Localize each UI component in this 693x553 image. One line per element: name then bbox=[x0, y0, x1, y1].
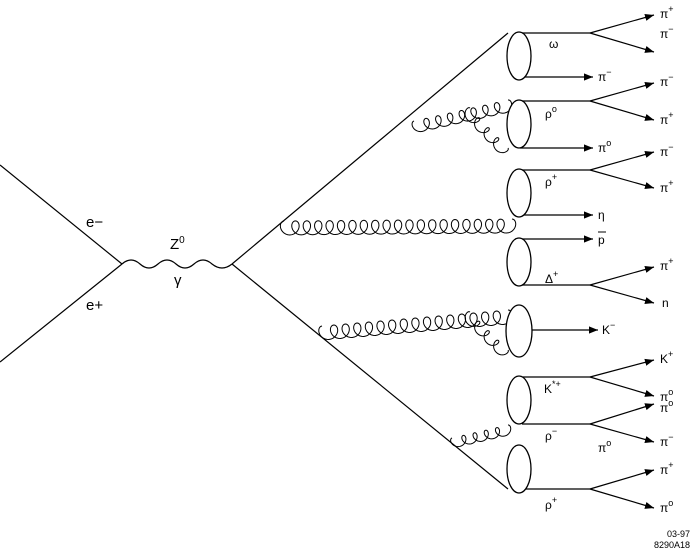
rho-plus-label: ρ+ bbox=[545, 495, 557, 512]
neutron-label: n bbox=[662, 296, 669, 310]
pi-minus-label: π− bbox=[660, 72, 674, 89]
boson-wavy-line bbox=[121, 259, 233, 269]
pi-minus-label: π− bbox=[660, 142, 674, 159]
pi-plus-label: π+ bbox=[660, 110, 674, 127]
delta-plus-label: Δ+ bbox=[545, 269, 558, 286]
gluon-line bbox=[464, 311, 509, 356]
figure-code-line1: 03-97 bbox=[667, 529, 690, 539]
figure-code-line2: 8290A18 bbox=[654, 540, 690, 550]
quark-line bbox=[231, 32, 509, 265]
pi-zero-label: πo bbox=[660, 498, 673, 515]
pi-minus-label: π− bbox=[660, 432, 674, 449]
gluon-line bbox=[279, 218, 517, 236]
electron-label: e− bbox=[86, 214, 103, 231]
pi-plus-label: π+ bbox=[660, 4, 674, 21]
gluon-line bbox=[318, 309, 513, 340]
omega-label: ω bbox=[549, 37, 558, 51]
pi-zero-label: πo bbox=[598, 138, 611, 155]
pi-zero-label: πo bbox=[660, 387, 673, 404]
pi-minus-label: π− bbox=[598, 67, 612, 84]
antiquark-line bbox=[231, 263, 509, 490]
rho-minus-label: ρ− bbox=[545, 426, 557, 443]
kstar-label: K*+ bbox=[544, 379, 561, 396]
positron-label: e+ bbox=[86, 297, 103, 314]
pi-zero-label: πo bbox=[660, 398, 673, 415]
gluon-line bbox=[464, 107, 509, 154]
electron-line bbox=[0, 164, 123, 265]
k-plus-label: K+ bbox=[660, 349, 673, 366]
positron-line bbox=[0, 263, 123, 363]
z-boson-label: Z0 bbox=[170, 235, 185, 253]
pi-plus-label: π+ bbox=[660, 460, 674, 477]
gluon-line bbox=[411, 99, 513, 133]
eta-label: η bbox=[598, 208, 605, 222]
rho-plus-label: ρ+ bbox=[545, 172, 557, 189]
antiproton-label: p bbox=[598, 233, 605, 247]
pi-minus-label: π− bbox=[660, 24, 674, 41]
rho0-label: ρo bbox=[545, 104, 557, 121]
k-minus-label: K− bbox=[602, 320, 615, 337]
pi-plus-label: π+ bbox=[660, 178, 674, 195]
decay-arrows bbox=[589, 13, 655, 509]
photon-label: γ bbox=[174, 272, 182, 289]
pi-zero-label: πo bbox=[598, 438, 611, 455]
hadron-blobs bbox=[505, 31, 533, 494]
pi-plus-label: π+ bbox=[660, 256, 674, 273]
hadron-arrows bbox=[514, 32, 598, 490]
gluon-line bbox=[450, 424, 512, 448]
